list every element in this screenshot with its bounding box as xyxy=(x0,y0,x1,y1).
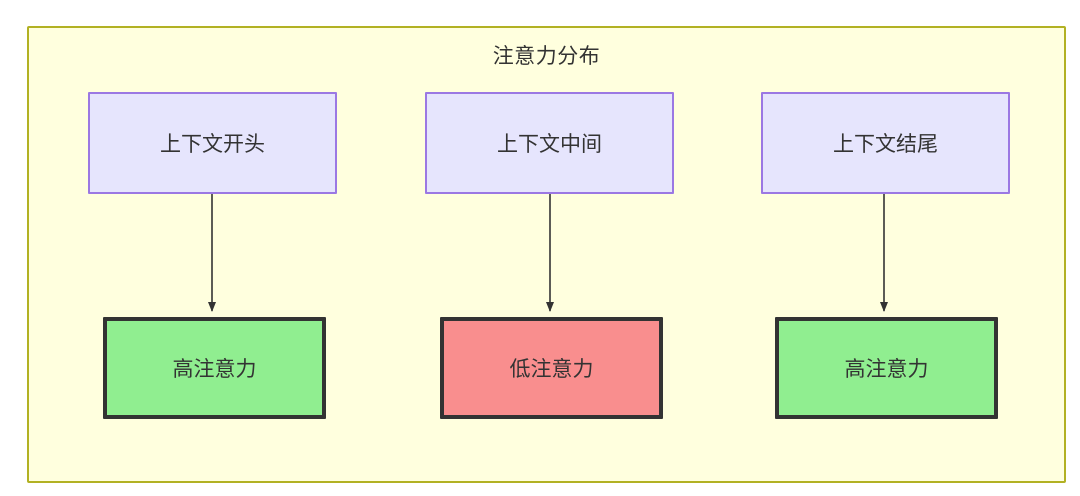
node-ctx-start[interactable]: 上下文开头 xyxy=(88,92,337,194)
node-label: 上下文开头 xyxy=(160,133,265,156)
diagram-title: 注意力分布 xyxy=(492,45,601,68)
node-attn-high-right[interactable]: 高注意力 xyxy=(775,317,998,419)
node-label: 上下文中间 xyxy=(497,133,602,156)
node-label: 高注意力 xyxy=(172,358,257,381)
node-ctx-end[interactable]: 上下文结尾 xyxy=(761,92,1010,194)
node-label: 高注意力 xyxy=(844,358,929,381)
node-ctx-middle[interactable]: 上下文中间 xyxy=(425,92,674,194)
node-label: 低注意力 xyxy=(509,358,594,381)
node-attn-high-left[interactable]: 高注意力 xyxy=(103,317,326,419)
node-label: 上下文结尾 xyxy=(833,133,938,156)
node-attn-low-middle[interactable]: 低注意力 xyxy=(440,317,663,419)
